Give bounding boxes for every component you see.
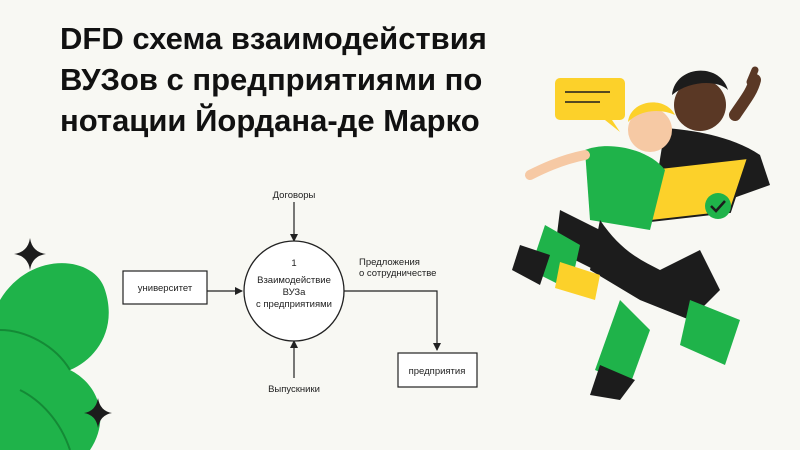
process-number: 1 xyxy=(291,258,296,269)
green-leaf-icon xyxy=(0,263,109,450)
flow-label-contracts: Договоры xyxy=(273,190,316,201)
flow-arrow-proposals xyxy=(344,290,441,351)
flow-label-graduates: Выпускники xyxy=(268,384,320,395)
title-line: DFD схема взаимодействия xyxy=(60,21,487,56)
people-illustration xyxy=(512,66,770,400)
laptop-icon xyxy=(640,156,750,224)
entity-enterprises xyxy=(397,352,478,388)
process-label-line: ВУЗа xyxy=(283,287,307,298)
sparkle-icon xyxy=(84,398,112,428)
entity-enterprises-label: предприятия xyxy=(409,366,466,377)
title-line: нотации Йордана-де Марко xyxy=(60,103,480,138)
chat-bubble-icon xyxy=(555,78,625,132)
entity-university xyxy=(122,270,208,305)
flow-label-proposals-line: Предложения xyxy=(359,257,420,268)
title-line: ВУЗов с предприятиями по xyxy=(60,62,483,97)
process-label-line: с предприятиями xyxy=(256,299,332,310)
flow-label-proposals-line: о сотрудничестве xyxy=(359,268,436,279)
page-title: DFD схема взаимодействия ВУЗов с предпри… xyxy=(60,18,620,141)
entity-university-label: университет xyxy=(138,283,193,294)
sparkle-icon xyxy=(14,238,46,270)
process-label-line: Взаимодействие xyxy=(257,275,331,286)
